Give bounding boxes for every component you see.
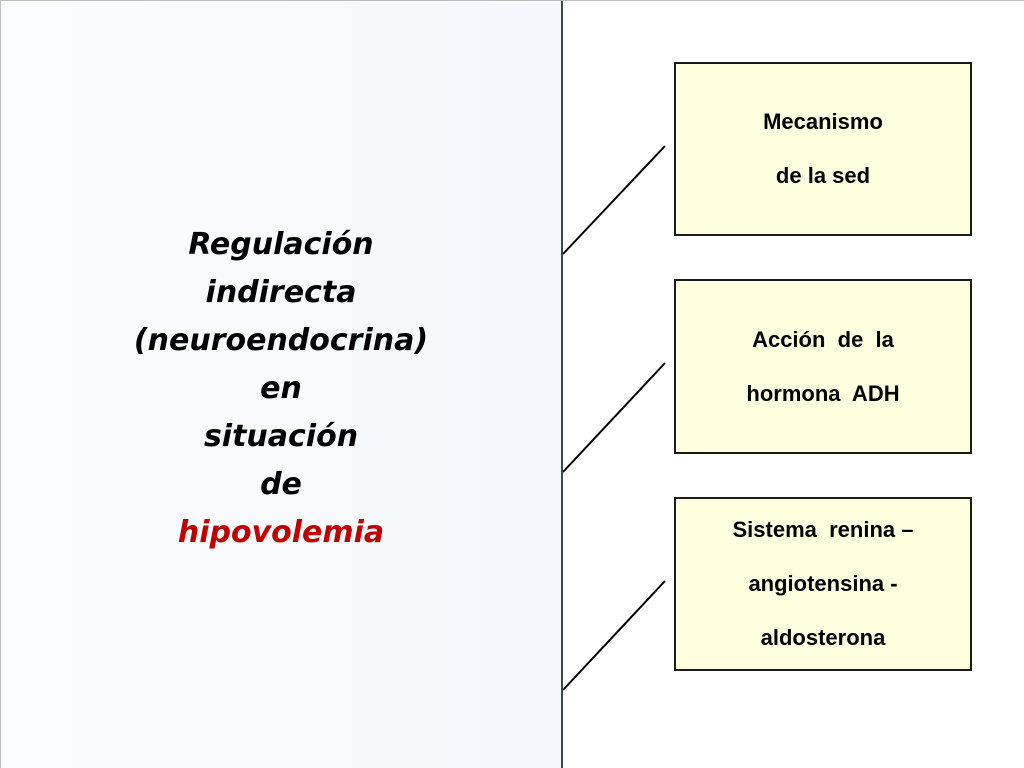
vertical-divider xyxy=(561,1,563,768)
title-line-4: en xyxy=(260,371,302,406)
box-2-line-2: hormona ADH xyxy=(746,380,900,406)
box-1-line-2: de la sed xyxy=(775,163,871,188)
box-3-line-2: angiotensina - xyxy=(748,571,898,596)
box-3-line-3: aldosterona xyxy=(760,625,886,650)
box-thirst-mechanism: Mecanismo de la sed xyxy=(674,62,972,236)
connector-line-3 xyxy=(562,580,666,691)
box-2-line-1: Acción de la xyxy=(752,326,894,352)
box-renin-angiotensin-aldosterone: Sistema renina – angiotensina - aldoster… xyxy=(674,497,972,671)
box-3-line-1: Sistema renina – xyxy=(732,517,914,542)
title-line-2: indirecta xyxy=(205,275,357,310)
title-line-6: de xyxy=(260,467,302,502)
left-panel xyxy=(1,1,561,768)
connector-line-1 xyxy=(562,145,666,255)
connector-line-2 xyxy=(562,362,666,473)
title-line-3: (neuroendocrina) xyxy=(133,323,429,358)
title-line-1: Regulación xyxy=(188,227,374,262)
box-1-line-1: Mecanismo xyxy=(763,109,883,134)
box-adh-hormone: Acción de la hormona ADH xyxy=(674,279,972,454)
title-highlight: hipovolemia xyxy=(177,515,385,550)
main-title: Regulación indirecta (neuroendocrina) en… xyxy=(121,221,441,557)
title-line-5: situación xyxy=(203,419,359,454)
